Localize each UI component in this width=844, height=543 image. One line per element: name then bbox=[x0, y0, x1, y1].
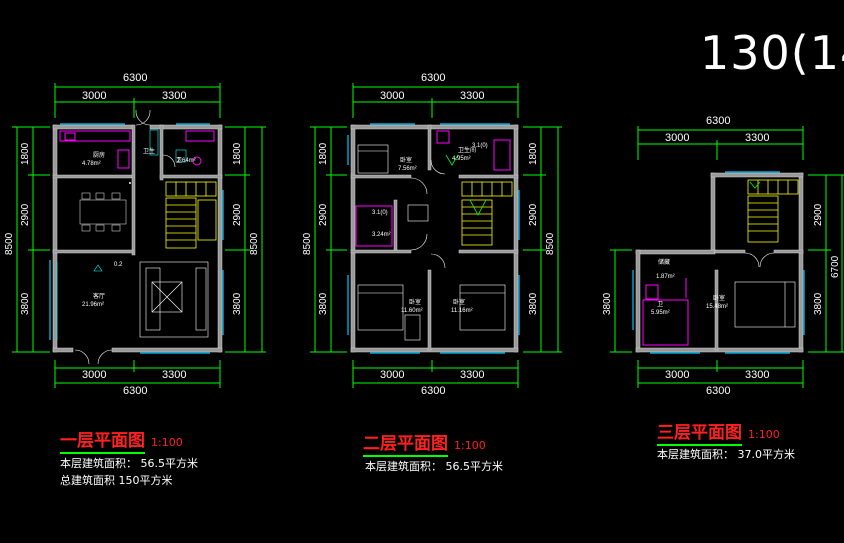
dim-v1-right-2: 1800 bbox=[528, 142, 539, 165]
dim-v3-left-2: 3800 bbox=[318, 292, 329, 315]
dim-bottom-total-3: 6300 bbox=[706, 385, 730, 397]
svg-text:卫生: 卫生 bbox=[143, 147, 155, 155]
dim-vtotal-right-1: 8500 bbox=[249, 232, 260, 255]
dim-v2-left-1: 2900 bbox=[20, 203, 31, 226]
room-area-kitchen: 4.78m² bbox=[82, 161, 101, 167]
room-area-small2: 3.24m² bbox=[372, 232, 391, 238]
dim-v1-left-2: 1800 bbox=[318, 142, 329, 165]
dim-bottom-right-3: 3300 bbox=[745, 369, 769, 381]
svg-text:卧室: 卧室 bbox=[409, 298, 421, 306]
room-area-bed2a: 7.56m² bbox=[398, 166, 417, 172]
plan-floor-3: 储藏 1.87m² 卫 5.95m² 卧室 15.48m² 6300 3000 … bbox=[602, 115, 844, 397]
room-area-bath3: 5.95m² bbox=[651, 310, 670, 316]
dim-v2-right-2: 2900 bbox=[528, 203, 539, 226]
level-mark: 0.2 bbox=[114, 262, 123, 268]
dim-bottom-left-2: 3000 bbox=[380, 369, 404, 381]
dim-top-left-3: 3000 bbox=[665, 132, 689, 144]
dim-bottom-total-1: 6300 bbox=[123, 385, 147, 397]
dim-v2-right-1: 2900 bbox=[232, 203, 243, 226]
dim-bottom-total-2: 6300 bbox=[421, 385, 445, 397]
svg-text:卧室: 卧室 bbox=[400, 156, 412, 164]
floor-2-label: 二层平面图 1:100 bbox=[363, 429, 486, 457]
floor-3-label: 三层平面图 1:100 bbox=[657, 418, 780, 446]
plan-floor-1: 厨房 4.78m² 卫生 卫 2.64m² 0.2 客厅 21.96m² 630… bbox=[4, 72, 266, 397]
plan-floor-2: 卧室 7.56m² 卫生间 4.95m² 3.1(0) 3.1(0) 3.24m… bbox=[302, 72, 562, 397]
room-area-store3: 1.87m² bbox=[656, 274, 675, 280]
dim-bottom-left-3: 3000 bbox=[665, 369, 689, 381]
dim-v3-right-3: 3800 bbox=[813, 292, 824, 315]
floor-3-name: 三层平面图 bbox=[657, 423, 742, 446]
dim-vtotal-right-3: 6700 bbox=[830, 255, 841, 278]
room-area-bed2b: 11.60m² bbox=[401, 308, 423, 314]
dim-top-total-3: 6300 bbox=[706, 115, 730, 127]
dim-v3-left-1: 3800 bbox=[20, 292, 31, 315]
dim-vtotal-right-2: 8500 bbox=[545, 232, 556, 255]
dim-bottom-left-1: 3000 bbox=[82, 369, 106, 381]
dim-top-left-1: 3000 bbox=[82, 90, 106, 102]
svg-text:卫生间: 卫生间 bbox=[458, 146, 476, 154]
floor-1-label: 一层平面图 1:100 bbox=[60, 426, 183, 454]
floor-1-name: 一层平面图 bbox=[60, 431, 145, 454]
dim-v1-left-1: 1800 bbox=[20, 142, 31, 165]
room-area-living: 21.96m² bbox=[82, 302, 104, 308]
svg-text:储藏: 储藏 bbox=[658, 258, 670, 266]
floor-3-area-note: 本层建筑面积： 37.0平方米 bbox=[657, 448, 795, 461]
dim-top-left-2: 3000 bbox=[380, 90, 404, 102]
svg-text:客厅: 客厅 bbox=[93, 292, 105, 300]
room-area-bed2c: 11.16m² bbox=[451, 308, 473, 314]
floor-3-scale: 1:100 bbox=[748, 428, 780, 441]
floor-1-area-note: 本层建筑面积： 56.5平方米 bbox=[60, 457, 198, 470]
dim-bottom-right-2: 3300 bbox=[460, 369, 484, 381]
dim-vtotal-left-2: 8500 bbox=[302, 232, 313, 255]
dim-top-right-1: 3300 bbox=[162, 90, 186, 102]
svg-text:厨房: 厨房 bbox=[93, 151, 105, 159]
svg-text:卫: 卫 bbox=[176, 157, 182, 164]
dim-top-right-3: 3300 bbox=[745, 132, 769, 144]
dim-top-total-2: 6300 bbox=[421, 72, 445, 84]
dim-top-right-2: 3300 bbox=[460, 90, 484, 102]
room-area-bed3: 15.48m² bbox=[706, 304, 728, 310]
svg-text:卫: 卫 bbox=[657, 301, 663, 308]
room-area-wc: 2.64m² bbox=[177, 158, 196, 164]
floor-2-scale: 1:100 bbox=[454, 439, 486, 452]
floor-2-name: 二层平面图 bbox=[363, 434, 448, 457]
svg-text:卧室: 卧室 bbox=[713, 294, 725, 302]
drawing-number: 130(14 bbox=[700, 26, 844, 80]
dim-vtotal-left-1: 8500 bbox=[4, 232, 15, 255]
dim-v1-right-3: 2900 bbox=[813, 203, 824, 226]
room-label-3-1: 3.1(0) bbox=[372, 210, 388, 216]
floor-2-area-note: 本层建筑面积： 56.5平方米 bbox=[365, 460, 503, 473]
dim-v1-right-1: 1800 bbox=[232, 142, 243, 165]
dim-v3-right-2: 3800 bbox=[528, 292, 539, 315]
svg-text:3.1(0): 3.1(0) bbox=[472, 143, 488, 149]
dim-v3-right-1: 3800 bbox=[232, 292, 243, 315]
floor-1-total-note: 总建筑面积 150平方米 bbox=[60, 474, 173, 487]
svg-text:卧室: 卧室 bbox=[453, 298, 465, 306]
dim-v2-left-2: 2900 bbox=[318, 203, 329, 226]
dim-bottom-right-1: 3300 bbox=[162, 369, 186, 381]
dim-top-total-1: 6300 bbox=[123, 72, 147, 84]
room-area-bath2: 4.95m² bbox=[452, 156, 471, 162]
floor-1-scale: 1:100 bbox=[151, 436, 183, 449]
dim-v3-left-3: 3800 bbox=[602, 292, 613, 315]
